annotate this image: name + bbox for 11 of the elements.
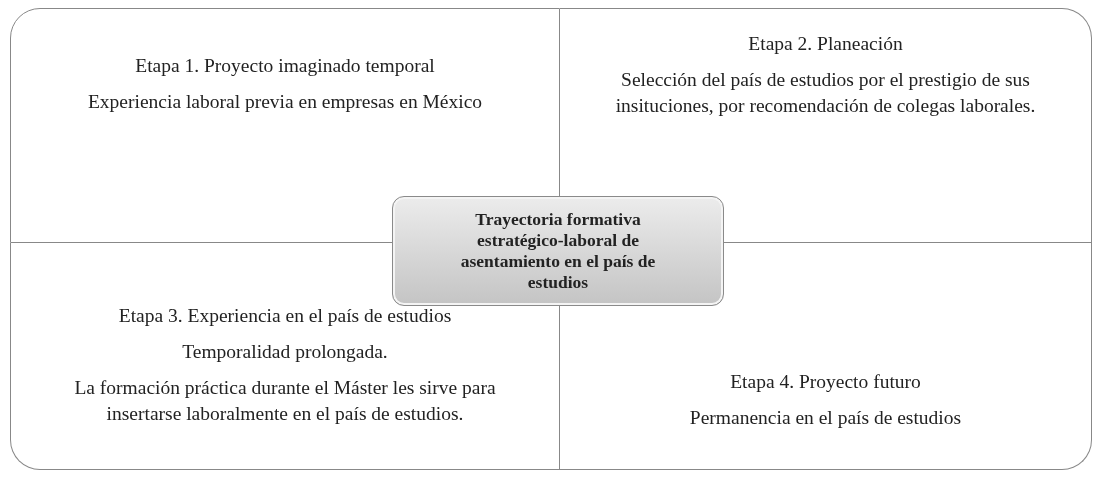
stage-text: Selección del país de estudios por el prestigio de sus insituciones, por recomendación de colegas laborales. (614, 68, 1037, 118)
stage-text: Experiencia laboral previa en empresas en México (87, 90, 483, 114)
stage-heading: Etapa 2. Planeación (748, 32, 903, 56)
stage-heading: Etapa 3. Experiencia en el país de estudios (118, 304, 452, 328)
stage-text: Permanencia en el país de estudios (689, 406, 962, 430)
center-box (392, 196, 724, 306)
center-title: Trayectoria formativa estratégico-laboral de asentamiento en el país de estudios (459, 209, 657, 293)
stage-text: La formación práctica durante el Máster les sirve para insertarse laboralmente en el país de estudios. (73, 376, 497, 426)
stage-text: Temporalidad prolongada. (182, 340, 388, 364)
stage-heading: Etapa 4. Proyecto futuro (730, 370, 921, 394)
stage-heading: Etapa 1. Proyecto imaginado temporal (135, 54, 435, 78)
